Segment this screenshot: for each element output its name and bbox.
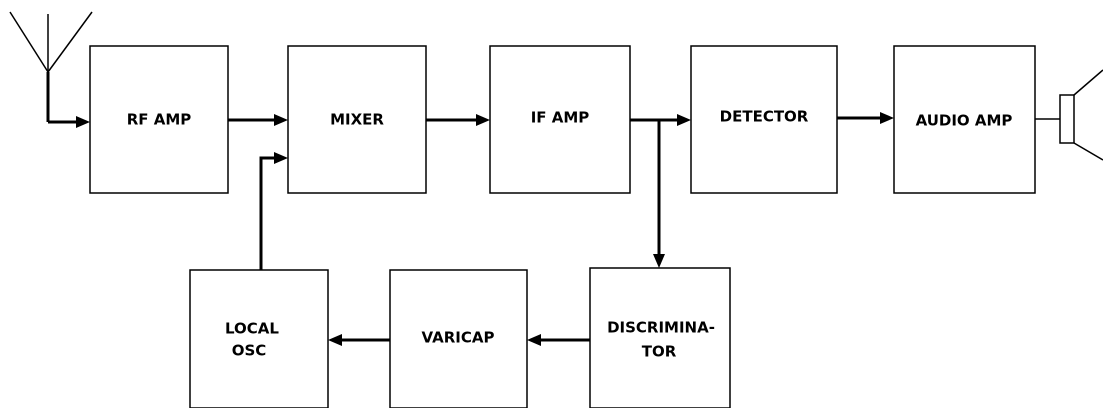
detector-label: DETECTOR xyxy=(720,108,809,126)
mixer-label: MIXER xyxy=(330,111,384,129)
varicap-label: VARICAP xyxy=(422,329,495,347)
rf-amp-label: RF AMP xyxy=(127,111,192,129)
local-osc-label-line2: OSC xyxy=(232,342,267,360)
signal-wires xyxy=(48,112,1060,346)
rf-amp-block: RF AMP xyxy=(89,45,229,194)
discriminator-label-line1: DISCRIMINA- xyxy=(607,319,715,337)
detector-block: DETECTOR xyxy=(690,45,838,194)
varicap-block: VARICAP xyxy=(389,269,528,408)
audio-amp-label: AUDIO AMP xyxy=(916,112,1013,130)
antenna-icon xyxy=(9,11,93,122)
discriminator-block: DISCRIMINA- TOR xyxy=(589,267,731,408)
mixer-block: MIXER xyxy=(287,45,427,194)
discriminator-label-line2: TOR xyxy=(642,343,677,361)
local-osc-block: LOCAL OSC xyxy=(189,269,329,408)
if-amp-label: IF AMP xyxy=(531,109,590,127)
local-osc-label-line1: LOCAL xyxy=(225,320,279,338)
speaker-icon xyxy=(1059,69,1103,161)
if-amp-block: IF AMP xyxy=(489,45,631,194)
audio-amp-block: AUDIO AMP xyxy=(893,45,1036,194)
